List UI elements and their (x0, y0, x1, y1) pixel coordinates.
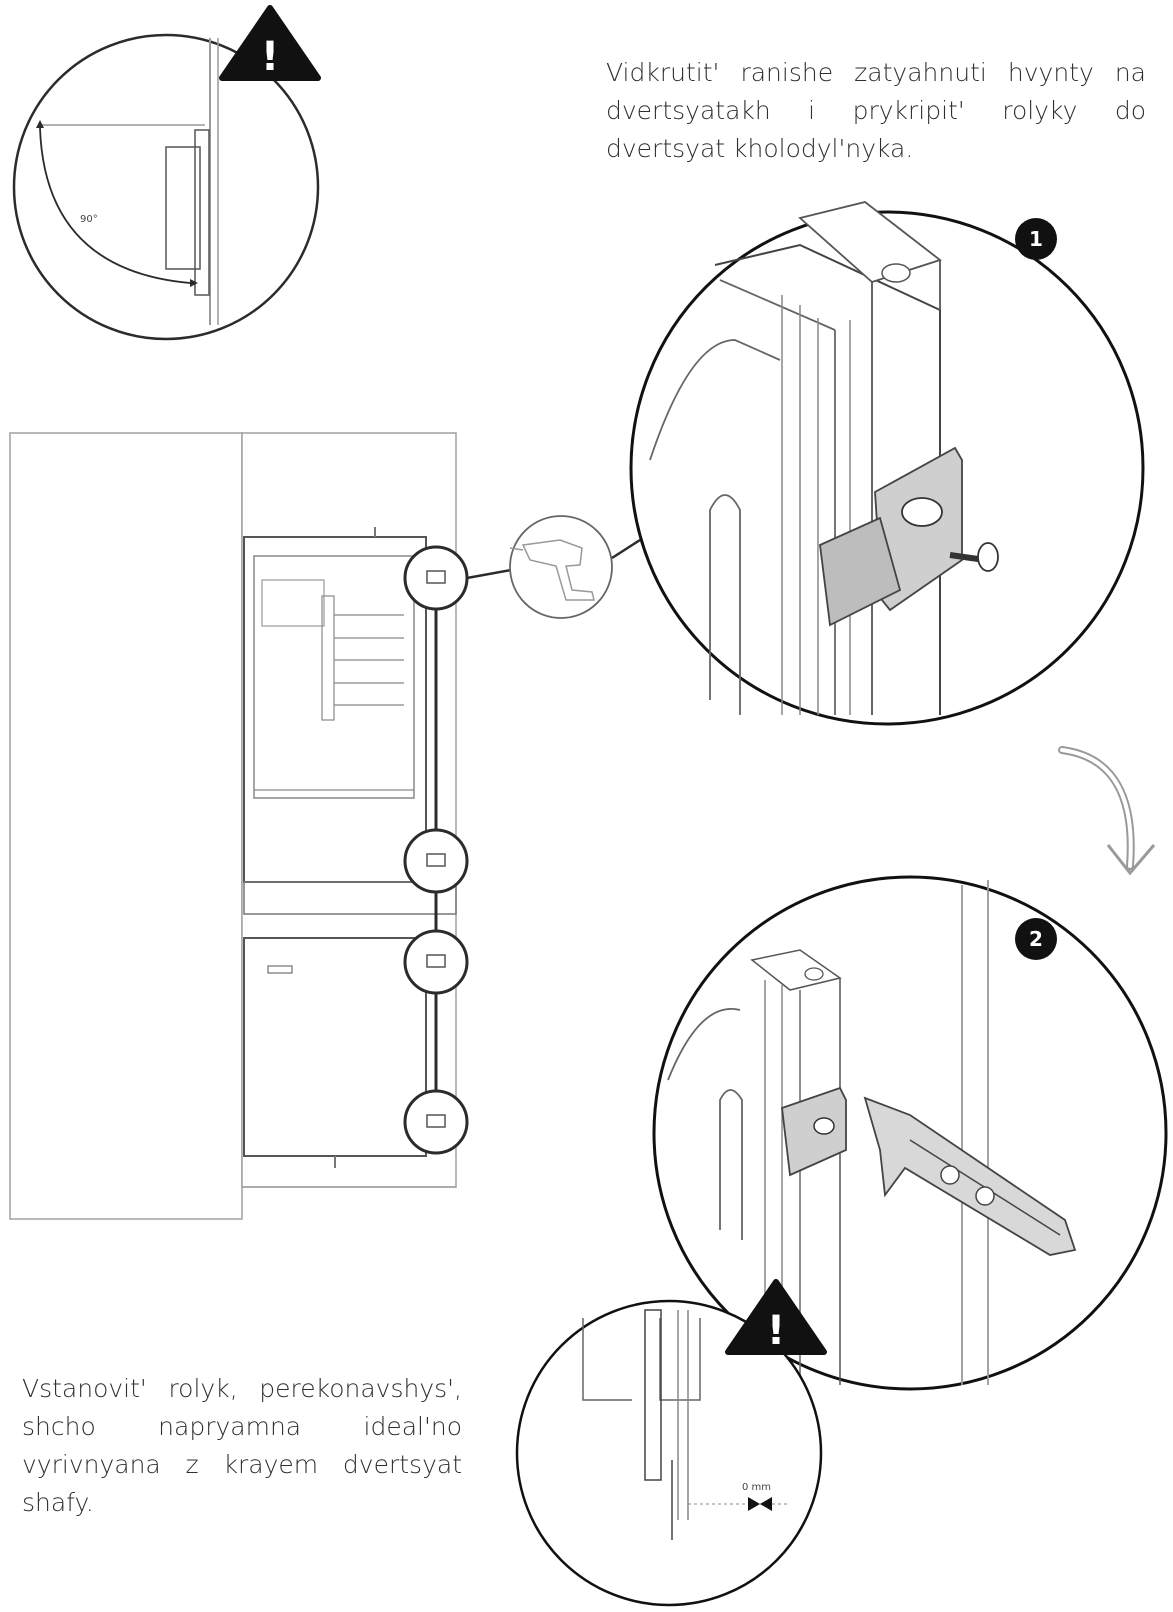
step2-detail (652, 875, 1168, 1391)
hinge-marker (403, 545, 469, 611)
warning-triangle-icon: ! (725, 1279, 827, 1355)
instruction-step-top: Vidkrutit' ranishe zatyahnuti hvynty na … (606, 58, 1146, 163)
drill-icon (509, 515, 613, 619)
step-number-2: 2 (1029, 927, 1043, 951)
step-number-1: 1 (1029, 227, 1043, 251)
warning-symbol: ! (261, 34, 279, 80)
warning-symbol: ! (767, 1308, 785, 1354)
step-badge-2: 2 (1015, 918, 1057, 960)
warning-triangle-icon: ! (219, 5, 321, 81)
gap-label: 0 mm (742, 1482, 771, 1493)
hinge-marker (403, 1089, 469, 1155)
door-angle-detail: 90° (12, 33, 320, 341)
alignment-detail: 0 mm (515, 1299, 823, 1607)
curved-arrow-down-icon (1058, 746, 1156, 876)
instruction-step-bottom: Vstanovit' rolyk, perekonavshys', shcho … (22, 1374, 462, 1517)
hinge-marker (403, 929, 469, 995)
hinge-marker (403, 828, 469, 894)
cabinet-elevation (9, 432, 512, 1220)
angle-label: 90° (80, 214, 98, 225)
step-badge-1: 1 (1015, 218, 1057, 260)
step1-detail (629, 201, 1145, 726)
